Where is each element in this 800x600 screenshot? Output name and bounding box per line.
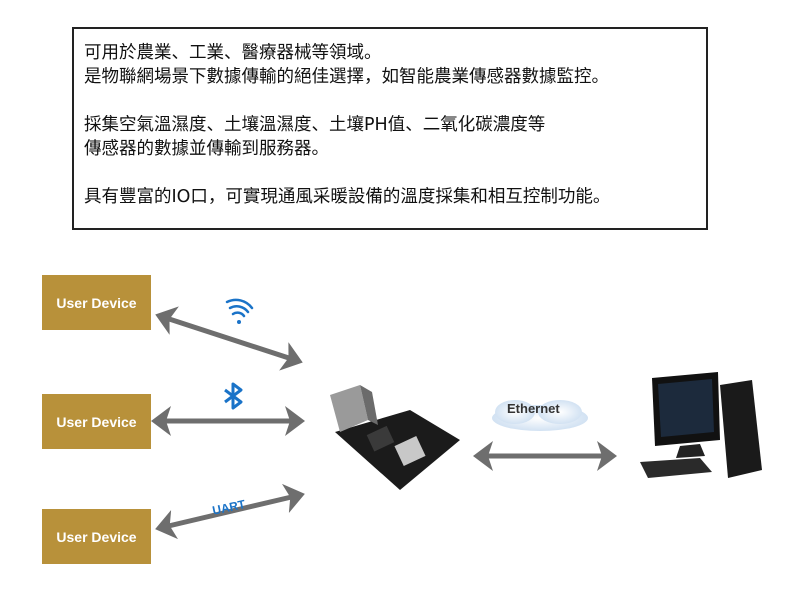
- user-device-label: User Device: [56, 294, 137, 311]
- uart-label: UART: [211, 497, 247, 518]
- wifi-icon: [225, 298, 254, 324]
- description-line: 傳感器的數據並傳輸到服務器。: [84, 139, 329, 159]
- user-device-label: User Device: [56, 413, 137, 430]
- wifi-module-image: [330, 385, 460, 490]
- description-box: 可用於農業、工業、醫療器械等領域。 是物聯網場景下數據傳輸的絕佳選擇，如智能農業…: [72, 27, 708, 230]
- description-line: 具有豐富的IO口，可實現通風采暖設備的溫度採集和相互控制功能。: [84, 187, 611, 207]
- user-device-bluetooth: User Device: [42, 394, 151, 449]
- computer-image: [640, 372, 762, 478]
- description-line: 是物聯網場景下數據傳輸的絕佳選擇，如智能農業傳感器數據監控。: [84, 67, 609, 87]
- uart-arrow: [155, 483, 305, 540]
- bluetooth-icon: [224, 382, 243, 410]
- description-line: 採集空氣溫濕度、土壤溫濕度、土壤PH值、二氧化碳濃度等: [84, 115, 546, 135]
- wifi-arrow: [155, 306, 303, 371]
- description-line: 可用於農業、工業、醫療器械等領域。: [84, 43, 382, 63]
- user-device-uart: User Device: [42, 509, 151, 564]
- user-device-label: User Device: [56, 528, 137, 545]
- user-device-wifi: User Device: [42, 275, 151, 330]
- ethernet-label: Ethernet: [507, 401, 560, 416]
- ethernet-cloud: Ethernet: [492, 400, 588, 431]
